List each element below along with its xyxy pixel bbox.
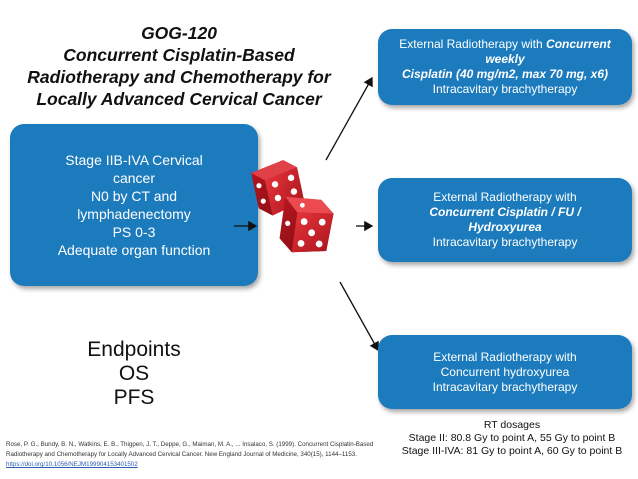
eligibility-line: lymphadenectomy (77, 206, 191, 222)
treatment-arm-3: External Radiotherapy with Concurrent hy… (378, 335, 632, 409)
arrow-dice-to-arm-3 (339, 281, 379, 352)
arm-1-text: External Radiotherapy with (399, 37, 547, 51)
eligibility-line: cancer (112, 170, 156, 186)
arm-3-line-3: Intracavitary brachytherapy (432, 379, 578, 394)
arm-1-emphasis: Concurrent (546, 37, 611, 51)
endpoints-heading: Endpoints (87, 338, 181, 361)
arm-1-line-3: Cisplatin (40 mg/m2, max 70 mg, x6) (401, 67, 609, 81)
arm-2-line-1: External Radiotherapy with (433, 190, 577, 204)
dice-icon (251, 160, 334, 253)
citation: Rose, P. G., Bundy, B. N., Watkins, E. B… (6, 440, 394, 470)
citation-doi-link[interactable]: https://doi.org/10.1056/NEJM199904153401… (6, 461, 138, 468)
arrow-dice-to-arm-1 (325, 76, 373, 161)
eligibility-line: Adequate organ function (57, 242, 211, 258)
title-line: GOG-120 (141, 23, 217, 43)
rt-dosage-line: Stage III-IVA: 81 Gy to point A, 60 Gy t… (401, 445, 623, 457)
title-line: Radiotherapy and Chemotherapy for (27, 67, 331, 87)
treatment-arm-1: External Radiotherapy with Concurrent we… (378, 29, 632, 105)
arm-3-line-1: External Radiotherapy with (433, 349, 577, 364)
eligibility-line: N0 by CT and (90, 188, 178, 204)
rt-dosage-line: Stage II: 80.8 Gy to point A, 55 Gy to p… (408, 432, 616, 444)
eligibility-box: Stage IIB-IVA Cervical cancer N0 by CT a… (10, 124, 258, 286)
rt-dosages-heading: RT dosages (483, 419, 541, 431)
endpoint-item: PFS (113, 386, 155, 409)
eligibility-line: Stage IIB-IVA Cervical (65, 152, 203, 168)
arm-2-line-4: Intracavitary brachytherapy (432, 235, 578, 249)
arm-2-line-2: Concurrent Cisplatin / FU / (429, 205, 581, 219)
eligibility-line: PS 0-3 (112, 224, 156, 240)
rt-dosages: RT dosages Stage II: 80.8 Gy to point A,… (390, 419, 634, 458)
arm-1-line-1: External Radiotherapy with Concurrent (399, 37, 610, 52)
endpoints: Endpoints OS PFS (40, 338, 228, 410)
title-line: Concurrent Cisplatin-Based (63, 45, 295, 65)
arm-3-line-2: Concurrent hydroxyurea (440, 364, 570, 379)
diagram-title: GOG-120 Concurrent Cisplatin-Based Radio… (14, 22, 344, 110)
arm-1-line-2: weekly (485, 52, 525, 66)
arm-2-line-3: Hydroxyurea (468, 220, 542, 234)
citation-text: Rose, P. G., Bundy, B. N., Watkins, E. B… (6, 441, 374, 458)
endpoint-item: OS (118, 362, 150, 385)
treatment-arm-2: External Radiotherapy with Concurrent Ci… (378, 178, 632, 262)
title-line: Locally Advanced Cervical Cancer (36, 89, 322, 109)
arm-1-line-4: Intracavitary brachytherapy (432, 82, 578, 96)
